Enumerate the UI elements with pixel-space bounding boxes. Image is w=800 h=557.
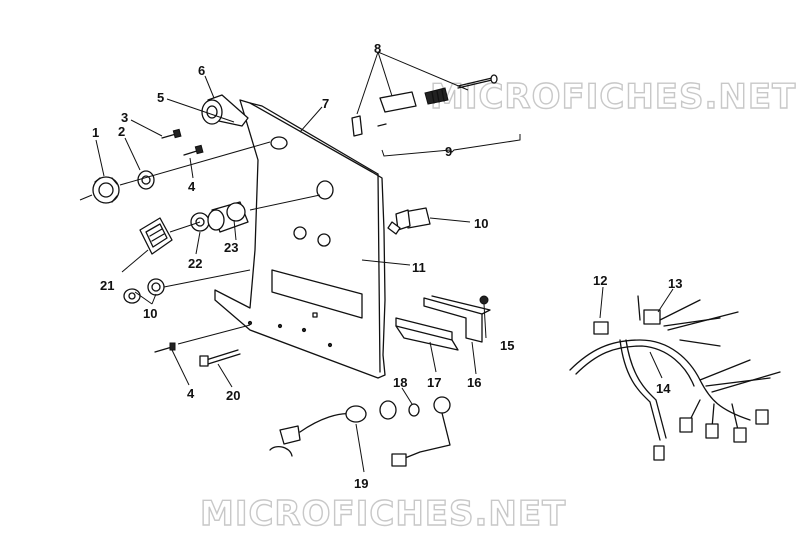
callout-4-lower: 4: [187, 386, 195, 401]
part-switch-bezel: [139, 217, 173, 255]
callout-2: 2: [118, 124, 125, 139]
part-ignition-switch: [169, 194, 321, 233]
instrument-panel: [214, 99, 386, 379]
callout-10-right: 10: [474, 216, 488, 231]
callout-14: 14: [656, 381, 671, 396]
callout-3: 3: [121, 110, 128, 125]
callout-6: 6: [198, 63, 205, 78]
part-lower-screws: [154, 324, 251, 367]
callout-22: 22: [188, 256, 202, 271]
callout-1: 1: [92, 125, 99, 140]
callout-16: 16: [467, 375, 481, 390]
watermark-top: MICROFICHES.NET: [430, 77, 796, 117]
callout-17: 17: [427, 375, 441, 390]
callout-20: 20: [226, 388, 240, 403]
callout-10-left: 10: [143, 306, 157, 321]
callout-12: 12: [593, 273, 607, 288]
callout-21: 21: [100, 278, 114, 293]
callout-11: 11: [412, 260, 426, 275]
callout-7: 7: [322, 96, 329, 111]
callout-4-upper: 4: [188, 179, 196, 194]
part-latch-assembly: [351, 74, 521, 157]
callout-9: 9: [445, 144, 452, 159]
callout-5: 5: [157, 90, 164, 105]
part-toggle-switch: [387, 207, 471, 235]
part-mounting-brackets: [395, 295, 491, 351]
part-screws: [161, 128, 204, 156]
leader-lines: [95, 51, 674, 473]
part-grommet: [201, 94, 249, 127]
callout-13: 13: [668, 276, 682, 291]
part-wiring-harness: [569, 295, 781, 461]
callout-15: 15: [500, 338, 514, 353]
callout-19: 19: [354, 476, 368, 491]
part-nut-washer: [79, 141, 271, 204]
callout-8: 8: [374, 41, 381, 56]
watermark-bottom: MICROFICHES.NET: [200, 494, 566, 534]
callout-18: 18: [393, 375, 407, 390]
callout-23: 23: [224, 240, 238, 255]
part-lamp-harness: [269, 396, 451, 467]
